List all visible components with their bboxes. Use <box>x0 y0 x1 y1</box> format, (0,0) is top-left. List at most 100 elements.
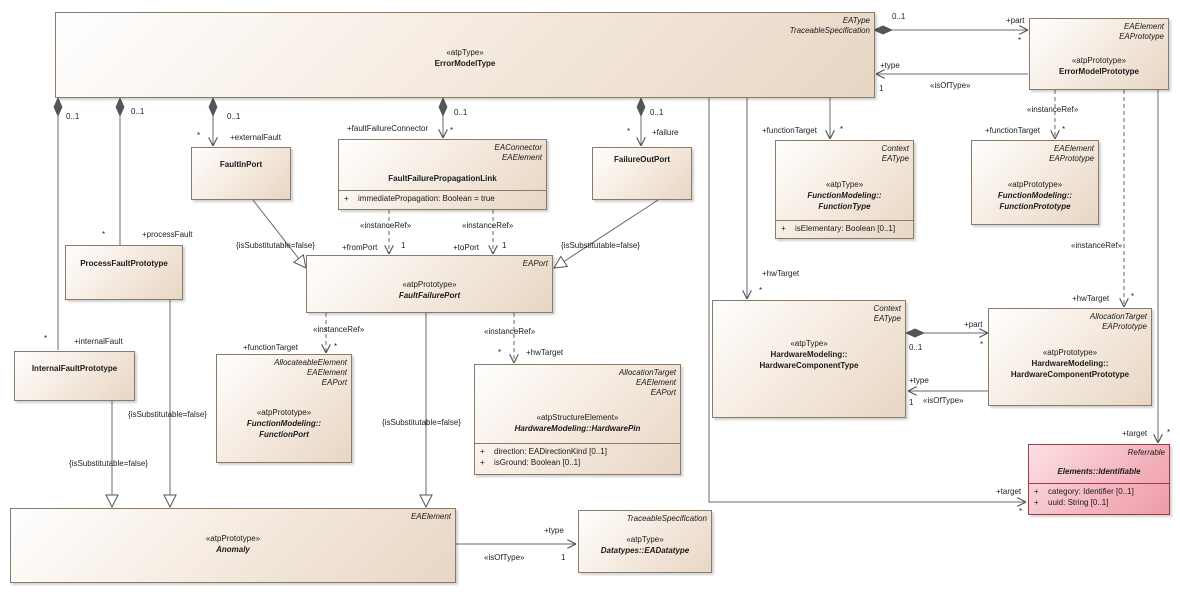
stereotype-label: «isOfType» <box>484 553 525 562</box>
visibility: + <box>1034 498 1039 507</box>
class-name: Anomaly <box>216 545 250 554</box>
tag: EAElement <box>1123 22 1164 31</box>
stereotype: «atpType» <box>626 535 664 544</box>
tag: EAElement <box>635 378 676 387</box>
multiplicity-label: * <box>334 342 338 351</box>
class-process-fault-prototype[interactable]: ProcessFaultPrototype <box>65 245 183 300</box>
attribute-compartment: +category: Identifier [0..1] + uuid: Stri… <box>1029 483 1169 508</box>
tag: EAElement <box>306 368 347 377</box>
multiplicity-label: * <box>1018 36 1022 45</box>
tag: AllocationTarget <box>618 368 676 377</box>
role-label: +target <box>1122 429 1148 438</box>
visibility: + <box>344 194 349 203</box>
class-hardware-component-prototype[interactable]: AllocationTarget EAPrototype «atpPrototy… <box>988 308 1152 406</box>
multiplicity-label: 1 <box>561 553 566 562</box>
class-anomaly[interactable]: EAElement «atpPrototype» Anomaly <box>10 508 456 583</box>
role-label: +functionTarget <box>243 343 298 352</box>
constraint-label: {isSubstitutable=false} <box>69 459 148 468</box>
tag: EAPrototype <box>1049 154 1094 163</box>
class-name: FunctionPrototype <box>999 202 1071 211</box>
multiplicity-label: * <box>450 126 454 135</box>
tag: EAPort <box>522 259 548 268</box>
class-name: FunctionPort <box>259 430 309 439</box>
class-error-model-type[interactable]: EAType TraceableSpecification «atpType» … <box>55 12 875 98</box>
stereotype-label: «instanceRef» <box>1027 105 1079 114</box>
tag: Context <box>873 304 901 313</box>
generalization-failureout-to-port <box>554 199 659 268</box>
role-label: +processFault <box>142 230 193 239</box>
multiplicity-label: * <box>44 334 48 343</box>
role-label: +externalFault <box>230 133 281 142</box>
class-fault-failure-port[interactable]: EAPort «atpPrototype» FaultFailurePort <box>306 255 553 313</box>
class-identifiable[interactable]: Referrable Elements::Identifiable +categ… <box>1028 444 1170 515</box>
attribute-text: uuid: String [0..1] <box>1048 498 1109 507</box>
class-header: FaultInPort <box>192 159 290 170</box>
class-header: «atpPrototype» HardwareModeling:: Hardwa… <box>989 347 1151 380</box>
multiplicity-label: * <box>1019 507 1023 516</box>
generalization-faultin-to-port <box>252 199 306 268</box>
tag: EAPort <box>321 378 347 387</box>
class-internal-fault-prototype[interactable]: InternalFaultPrototype <box>14 351 135 401</box>
class-fault-in-port[interactable]: FaultInPort <box>191 147 291 200</box>
tag: EAType <box>881 154 909 163</box>
tag: EAElement <box>1053 144 1094 153</box>
stereotype-tags: EAElement <box>411 512 451 522</box>
multiplicity-label: * <box>197 131 201 140</box>
class-name: FailureOutPort <box>613 155 670 164</box>
constraint-label: {isSubstitutable=false} <box>128 410 207 419</box>
stereotype-tags: AllocationTarget EAPrototype <box>1090 312 1147 332</box>
class-function-port[interactable]: AllocateableElement EAElement EAPort «at… <box>216 354 352 463</box>
visibility: + <box>480 458 485 467</box>
class-name-namespace: FunctionModeling:: <box>807 191 882 200</box>
stereotype-label: «instanceRef» <box>360 221 412 230</box>
class-header: ProcessFaultPrototype <box>66 258 182 269</box>
class-fault-failure-propagation-link[interactable]: EAConnector EAElement FaultFailurePropag… <box>338 139 547 210</box>
multiplicity-label: 0..1 <box>909 343 923 352</box>
stereotype: «atpPrototype» <box>205 534 261 543</box>
class-ea-datatype[interactable]: TraceableSpecification «atpType» Datatyp… <box>578 510 712 573</box>
class-failure-out-port[interactable]: FailureOutPort <box>592 147 692 200</box>
class-header: «atpPrototype» Anomaly <box>11 533 455 555</box>
multiplicity-label: * <box>1131 292 1135 301</box>
stereotype-tags: EAType TraceableSpecification <box>790 16 870 36</box>
class-function-type[interactable]: Context EAType «atpType» FunctionModelin… <box>775 140 914 239</box>
stereotype-label: «instanceRef» <box>313 325 365 334</box>
stereotype: «atpStructureElement» <box>536 413 619 422</box>
stereotype: «atpPrototype» <box>1042 348 1098 357</box>
attribute: +category: Identifier [0..1] <box>1029 486 1169 497</box>
class-header: «atpPrototype» FunctionModeling:: Functi… <box>217 407 351 440</box>
class-hardware-pin[interactable]: AllocationTarget EAElement EAPort «atpSt… <box>474 364 681 475</box>
stereotype: «atpType» <box>446 48 484 57</box>
class-name: FaultFailurePort <box>398 291 461 300</box>
stereotype-tags: AllocateableElement EAElement EAPort <box>274 358 347 388</box>
class-name-namespace: FunctionModeling:: <box>246 419 322 428</box>
multiplicity-label: 0..1 <box>66 112 80 121</box>
class-name: Elements::Identifiable <box>1057 467 1141 476</box>
class-error-model-prototype[interactable]: EAElement EAPrototype «atpPrototype» Err… <box>1029 18 1169 90</box>
attribute-compartment: +immediatePropagation: Boolean = true <box>339 190 546 204</box>
attribute: + uuid: String [0..1] <box>1029 497 1169 508</box>
attribute-text: isGround: Boolean [0..1] <box>494 458 581 467</box>
class-header: «atpType» ErrorModelType <box>56 47 874 69</box>
class-hardware-component-type[interactable]: Context EAType «atpType» HardwareModelin… <box>712 300 906 418</box>
role-label: +hwTarget <box>1072 294 1110 303</box>
class-name: InternalFaultPrototype <box>31 364 118 373</box>
class-name: HardwareComponentType <box>759 361 859 370</box>
role-label: +failure <box>652 128 679 137</box>
attribute-text: direction: EADirectionKind [0..1] <box>494 447 607 456</box>
attribute-compartment: +isElementary: Boolean [0..1] <box>776 220 913 234</box>
attribute-text: category: Identifier [0..1] <box>1048 487 1134 496</box>
multiplicity-label: * <box>627 127 631 136</box>
class-header: FailureOutPort <box>593 154 691 165</box>
stereotype-tags: EAElement EAPrototype <box>1119 22 1164 42</box>
role-label: +target <box>996 487 1022 496</box>
class-function-prototype[interactable]: EAElement EAPrototype «atpPrototype» Fun… <box>971 140 1099 225</box>
stereotype-label: «isOfType» <box>923 396 964 405</box>
tag: EAElement <box>410 512 451 521</box>
tag: TraceableSpecification <box>626 514 707 523</box>
stereotype-tags: Context EAType <box>873 304 901 324</box>
class-header: FaultFailurePropagationLink <box>339 173 546 184</box>
class-name: FaultInPort <box>219 160 263 169</box>
